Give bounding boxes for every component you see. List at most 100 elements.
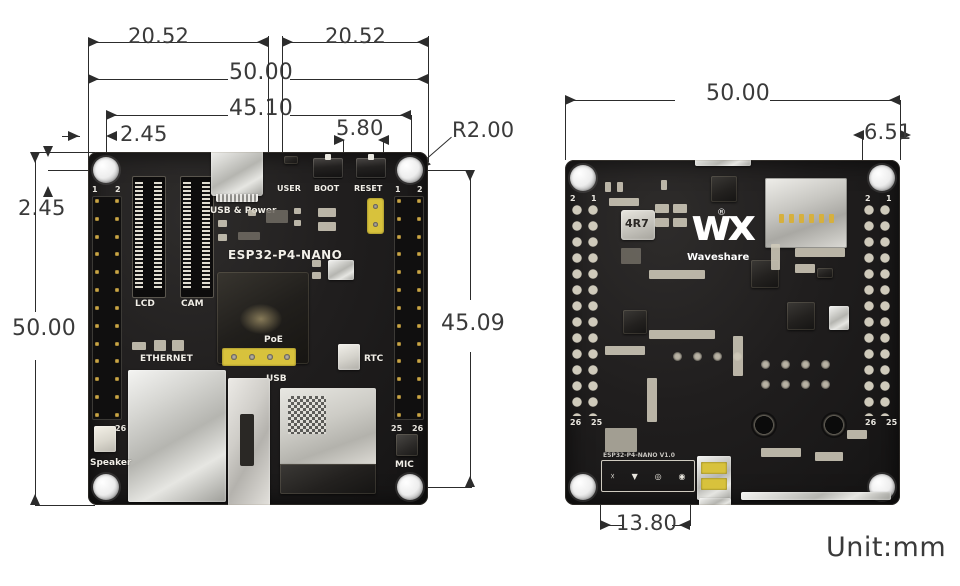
back-via-k <box>801 380 810 389</box>
back-pin-number-26-right: 26 <box>865 418 877 427</box>
back-smd-block-a <box>605 428 637 452</box>
usb-c-pin-row <box>216 194 258 202</box>
sd-pin-5 <box>819 214 824 223</box>
back-pin-number-1-left: 1 <box>591 194 597 203</box>
ext-line-mid-left <box>268 36 269 162</box>
sd-pin-4 <box>809 214 814 223</box>
cam-fpc-teeth-right <box>202 182 210 290</box>
silk-label-usb: USB <box>266 374 287 384</box>
arrow-13-80-a <box>600 520 611 530</box>
dim-text-45-10: 45.10 <box>229 96 293 121</box>
silk-label-user: USER <box>277 184 301 193</box>
dim-line-45-10-a <box>106 115 228 116</box>
dim-line-back-50-00-b <box>770 100 900 101</box>
back-via-c <box>713 352 722 361</box>
arrow-back-50-00-b <box>889 95 900 105</box>
dim-line-50-00-h-b <box>35 360 36 505</box>
back-screw-b <box>821 412 847 438</box>
back-via-b <box>693 352 702 361</box>
back-smd-row-c <box>605 346 645 355</box>
pin-number-1-left: 1 <box>92 185 98 194</box>
arrow-45-09-b <box>465 476 475 487</box>
test-pad-pair <box>367 198 384 234</box>
mounting-hole-bottom-left <box>93 474 119 500</box>
back-header-pads-left <box>571 204 603 416</box>
arrow-45-09-a <box>465 170 475 181</box>
arrow-20-52-left-b <box>257 37 268 47</box>
back-rj45-shield-strip <box>741 492 891 500</box>
mounting-hole-top-left <box>93 157 119 183</box>
gpio-header-right[interactable] <box>394 196 424 420</box>
silk-label-board-name: ESP32-P4-NANO <box>228 248 343 262</box>
back-smd-row-d <box>795 248 845 257</box>
arrow-2-45-y-a <box>43 146 53 157</box>
dim-line-50-00-w-a <box>88 79 228 80</box>
speaker-connector[interactable] <box>94 426 116 452</box>
dim-text-r2-00: R2.00 <box>452 118 515 142</box>
hf-icon: ◉ <box>678 471 686 481</box>
ext-h-top-edge <box>35 152 95 153</box>
usb-c-connector[interactable] <box>211 152 263 196</box>
silk-label-rtc: RTC <box>364 354 384 364</box>
back-screw-a <box>751 412 777 438</box>
unit-note: Unit:mm <box>826 532 947 563</box>
user-switch[interactable] <box>284 156 298 164</box>
dim-text-20-52-right: 20.52 <box>325 24 387 48</box>
back-via-j <box>781 380 790 389</box>
rtc-battery-connector[interactable] <box>338 344 360 370</box>
dim-text-5-80: 5.80 <box>336 116 384 140</box>
back-via-f <box>781 360 790 369</box>
back-smd-row-f <box>815 452 843 461</box>
pin-number-25-right: 25 <box>391 424 403 433</box>
sd-pin-1 <box>779 214 784 223</box>
smd-part-a <box>312 260 321 267</box>
back-via-a <box>673 352 682 361</box>
rohs-icon: ▼ <box>631 471 638 481</box>
arrow-20-52-right-a <box>282 37 293 47</box>
back-smd-k <box>795 264 815 273</box>
power-inductor <box>621 210 655 240</box>
back-via-g <box>801 360 810 369</box>
reset-button[interactable] <box>356 158 386 178</box>
back-smd-row-g <box>847 430 867 439</box>
back-smd-g <box>655 218 669 227</box>
regulatory-label-text: ESP32-P4-NANO V1.0 <box>603 452 675 459</box>
pin-number-2-right: 2 <box>417 185 423 194</box>
back-via-i <box>761 380 770 389</box>
gpio-header-left[interactable] <box>92 196 122 420</box>
arrow-2-45-x-b <box>106 131 117 141</box>
pcb-front-view: 1 2 1 2 26 25 26 <box>88 152 428 505</box>
silk-label-mic: MIC <box>395 460 414 470</box>
arrow-50-00-h-a <box>30 152 40 163</box>
back-smd-a <box>605 182 611 192</box>
pin-number-1-right: 1 <box>395 185 401 194</box>
ext-6-51-left <box>862 135 863 167</box>
smd-part-c <box>248 210 256 216</box>
back-mounting-hole-top-left <box>570 165 596 191</box>
test-pad-via-top <box>373 204 378 209</box>
silk-label-reset: RESET <box>354 184 383 193</box>
dim-text-back-50-00: 50.00 <box>706 81 770 106</box>
back-smd-row-b <box>649 330 715 339</box>
ext-h-45-09-top <box>412 170 472 171</box>
pcb-back-view: 2 1 2 1 26 25 26 25 4R7 wx ® Waveshare <box>565 160 900 505</box>
microsd-card-slot[interactable] <box>765 178 847 248</box>
test-pad-via-bottom <box>373 222 378 227</box>
soc-logo-glow <box>240 304 282 334</box>
back-usb-c-footprint <box>695 160 751 166</box>
silk-label-usb-power: USB & Power <box>210 206 277 216</box>
arrow-20-52-right-b <box>417 37 428 47</box>
boot-button[interactable] <box>313 158 343 178</box>
smd-part-g <box>318 208 336 217</box>
sd-pin-2 <box>789 214 794 223</box>
ext-h-hole-center <box>48 170 108 171</box>
pin-number-26-left: 26 <box>115 424 127 433</box>
back-smd-row-a <box>649 270 705 279</box>
mounting-hole-bottom-right <box>397 474 423 500</box>
rj45-ethernet-jack[interactable] <box>128 370 226 502</box>
lcd-fpc-teeth-left <box>135 182 143 290</box>
smd-part-e <box>294 208 301 214</box>
dim-text-50-00-width: 50.00 <box>229 60 293 85</box>
dim-line-20-52-right <box>282 42 428 43</box>
pin-number-2-left: 2 <box>115 185 121 194</box>
